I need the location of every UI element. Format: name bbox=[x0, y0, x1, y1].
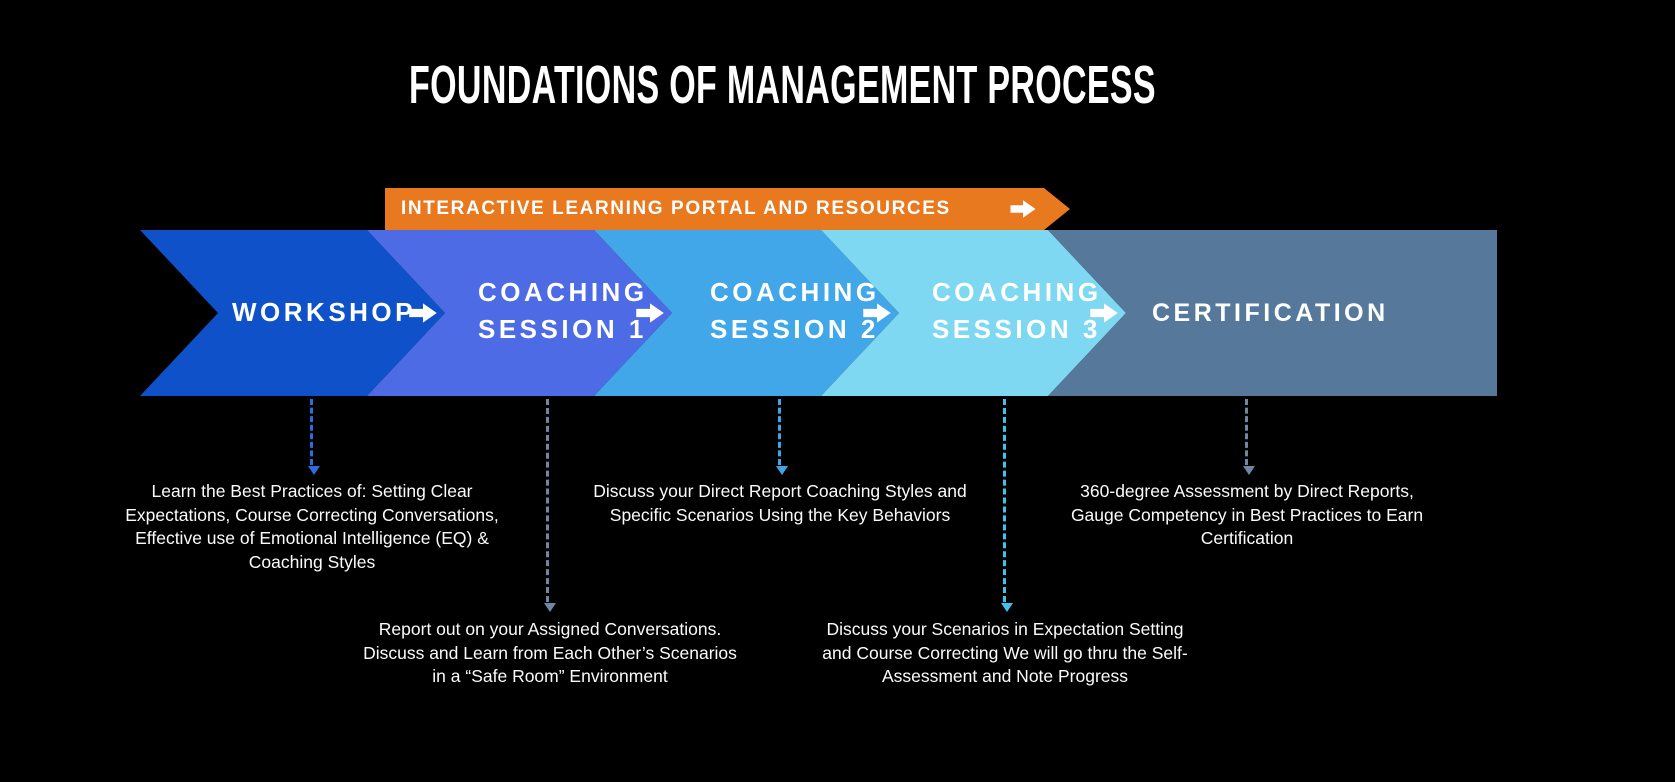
stage-coaching-session-1-connector bbox=[544, 399, 556, 612]
stage-coaching-session-3-label: COACHING SESSION 3 bbox=[932, 277, 1102, 344]
stage-certification-label: CERTIFICATION bbox=[1152, 299, 1389, 327]
learning-portal-label: INTERACTIVE LEARNING PORTAL AND RESOURCE… bbox=[401, 198, 951, 219]
stage-certification-connector bbox=[1243, 399, 1255, 475]
stage-workshop-note: Learn the Best Practices of: Setting Cle… bbox=[125, 481, 499, 572]
stage-workshop-label: WORKSHOP bbox=[232, 297, 416, 327]
stage-coaching-session-3-connector bbox=[1001, 399, 1013, 612]
stage-workshop-connector bbox=[308, 399, 320, 475]
stage-coaching-session-2-label: COACHING SESSION 2 bbox=[710, 277, 880, 344]
stage-certification-note: 360-degree Assessment by Direct Reports,… bbox=[1070, 481, 1424, 548]
right-arrow-icon bbox=[409, 303, 437, 323]
right-arrow-icon bbox=[1010, 199, 1036, 219]
stage-coaching-session-3-note: Discuss your Scenarios in Expectation Se… bbox=[822, 619, 1188, 686]
stage-coaching-session-2-connector bbox=[776, 399, 788, 475]
process-flow: WORKSHOP COACHING SESSION 1 COACHING SES… bbox=[0, 230, 1675, 396]
right-arrow-icon bbox=[1090, 303, 1118, 323]
stage-coaching-session-2-note: Discuss your Direct Report Coaching Styl… bbox=[593, 481, 967, 525]
page-title: FOUNDATIONS OF MANAGEMENT PROCESS bbox=[409, 55, 1156, 115]
right-arrow-icon bbox=[636, 303, 664, 323]
stage-coaching-session-1-label: COACHING SESSION 1 bbox=[478, 277, 648, 344]
stage-coaching-session-1-note: Report out on your Assigned Conversation… bbox=[363, 619, 737, 686]
right-arrow-icon bbox=[863, 303, 891, 323]
learning-portal-banner: INTERACTIVE LEARNING PORTAL AND RESOURCE… bbox=[385, 188, 1070, 230]
